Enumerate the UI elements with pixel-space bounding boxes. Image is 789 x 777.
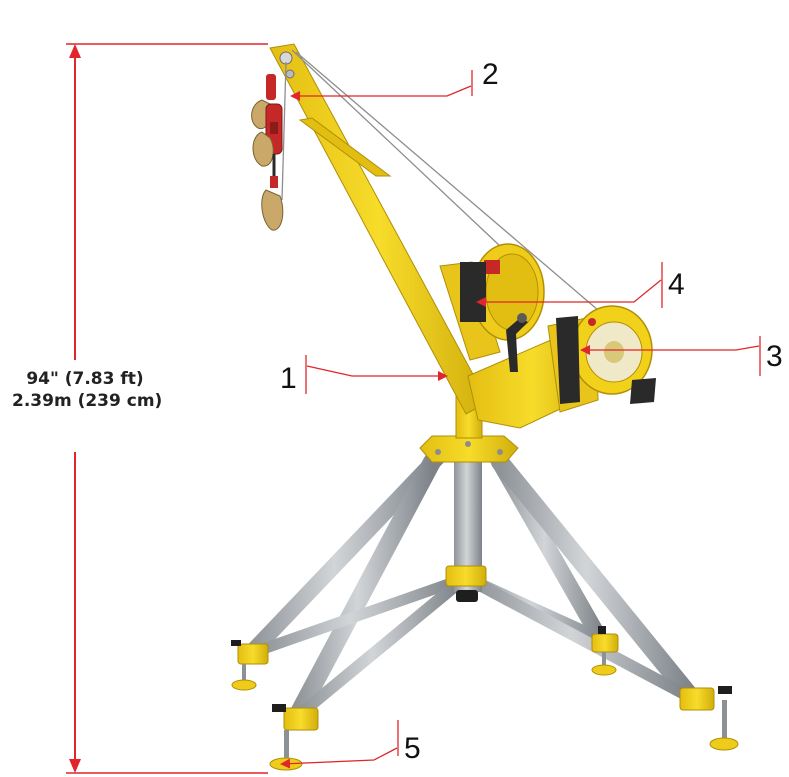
davit-arm — [269, 43, 599, 429]
lanyard-snap-hooks — [251, 74, 284, 231]
self-retracting-lifeline — [460, 243, 545, 372]
callout-2-label: 2 — [482, 58, 499, 91]
top-hub — [419, 435, 519, 463]
center-mast — [445, 462, 487, 602]
height-dimension-label: 94" (7.83 ft) 2.39m (239 cm) — [12, 368, 163, 412]
winch — [556, 305, 656, 404]
height-imperial: 94" (7.83 ft) — [26, 369, 144, 389]
leveling-feet — [231, 626, 739, 771]
callout-3-label: 3 — [766, 340, 783, 373]
height-metric: 2.39m (239 cm) — [12, 391, 163, 412]
cables — [281, 49, 613, 323]
height-dimension-line — [66, 43, 268, 774]
callout-1-label: 1 — [280, 362, 297, 395]
callout-lines — [280, 70, 761, 769]
callout-5-label: 5 — [404, 732, 421, 765]
tripod-legs — [242, 450, 701, 727]
callout-4-label: 4 — [668, 268, 685, 301]
